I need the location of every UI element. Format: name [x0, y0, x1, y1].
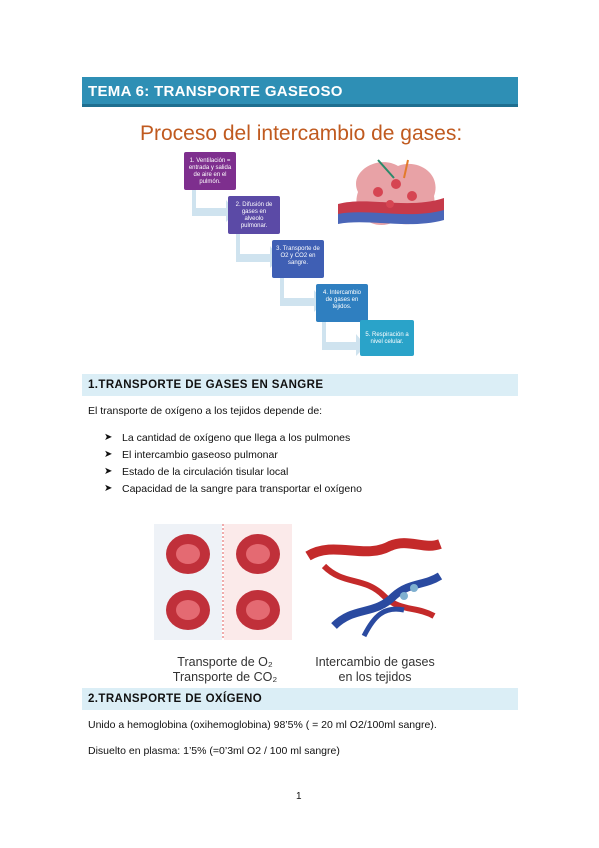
section-1-intro: El transporte de oxígeno a los tejidos d…	[88, 405, 323, 417]
figure-caption-right: Intercambio de gases en los tejidos	[315, 655, 435, 684]
process-step-4: 4. Intercambio de gases en tejidos.	[316, 284, 368, 322]
step-arrow	[322, 320, 366, 356]
arrow-bullet-icon: ➤	[104, 449, 113, 460]
alveolus-illustration	[338, 159, 444, 226]
arrow-bullet-icon: ➤	[104, 466, 113, 477]
section-2-heading: 2.TRANSPORTE DE OXÍGENO	[88, 693, 263, 705]
process-step-2: 2. Difusión de gases en alveolo pulmonar…	[228, 196, 280, 234]
document-title-bar: TEMA 6: TRANSPORTE GASEOSO	[82, 77, 518, 107]
process-diagram: 1. Ventilación = entrada y salida de air…	[160, 150, 430, 360]
red-blood-cell-figure	[154, 524, 292, 640]
section-2-line-2: Disuelto en plasma: 1’5% (=0’3ml O2 / 10…	[88, 745, 340, 757]
section-2-heading-bar: 2.TRANSPORTE DE OXÍGENO	[82, 688, 518, 710]
arrow-bullet-icon: ➤	[104, 432, 113, 443]
process-title: Proceso del intercambio de gases:	[140, 122, 463, 145]
figure-caption-left: Transporte de O₂ Transporte de CO₂	[172, 655, 278, 684]
step-arrow	[280, 276, 324, 312]
section-1-heading-bar: 1.TRANSPORTE DE GASES EN SANGRE	[82, 374, 518, 396]
tissue-capillary-figure	[305, 538, 443, 638]
process-step-3: 3. Transporte de O2 y CO2 en sangre.	[272, 240, 324, 278]
section-1-heading: 1.TRANSPORTE DE GASES EN SANGRE	[88, 379, 324, 391]
process-step-5: 5. Respiración a nivel celular.	[360, 320, 414, 356]
page-number: 1	[296, 791, 302, 802]
document-title: TEMA 6: TRANSPORTE GASEOSO	[88, 83, 343, 100]
arrow-bullet-icon: ➤	[104, 483, 113, 494]
section-2-line-1: Unido a hemoglobina (oxihemoglobina) 98’…	[88, 719, 437, 731]
step-arrow	[192, 186, 236, 222]
process-step-1: 1. Ventilación = entrada y salida de air…	[184, 152, 236, 190]
step-arrow	[236, 232, 280, 268]
